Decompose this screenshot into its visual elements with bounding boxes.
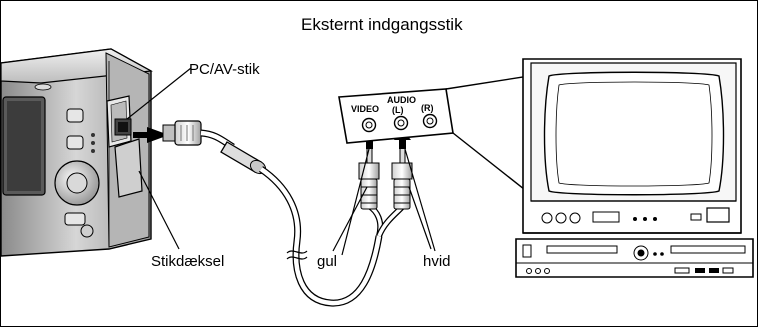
pc-av-port: [114, 118, 132, 136]
insert-arrow-icon: [133, 127, 169, 143]
av-plug: [162, 120, 202, 146]
vcr: [515, 238, 754, 278]
label-yellow: gul: [317, 253, 338, 270]
jack-label-audio: AUDIO: [387, 95, 416, 105]
arrow-up-audio-icon: [394, 129, 411, 149]
jack-label-left: (L): [392, 105, 404, 115]
jack-label-video: VIDEO: [351, 104, 380, 114]
label-white: hvid: [423, 253, 451, 270]
input-jack-panel: [338, 88, 454, 144]
diagram-header: Eksternt indgangsstik: [301, 15, 463, 34]
television: [522, 58, 742, 234]
label-port-cover: Stikdæksel: [151, 253, 225, 270]
label-pc-av-port: PC/AV-stik: [189, 61, 260, 78]
jack-label-right: (R): [421, 103, 434, 113]
rca-plug-white: [391, 144, 413, 210]
